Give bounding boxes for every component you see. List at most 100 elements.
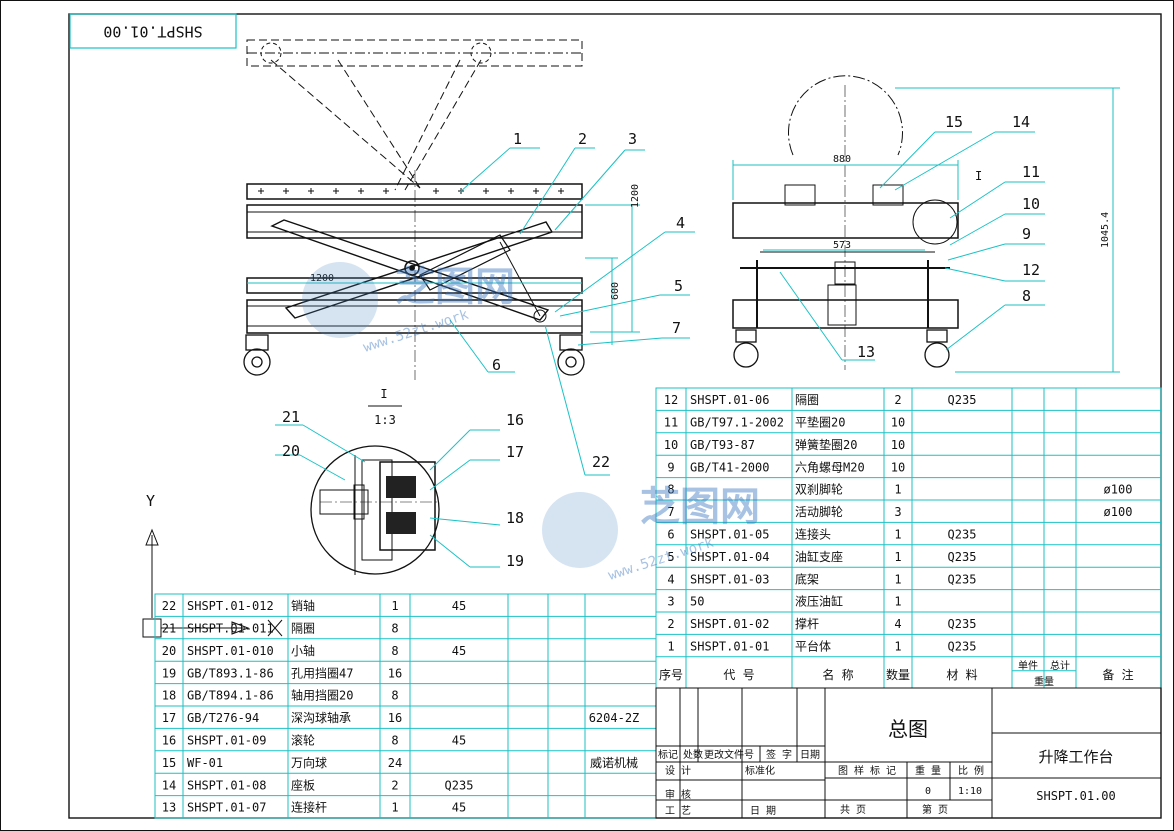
bom-cell: GB/T893.1-86 [187,666,274,680]
svg-text:7: 7 [672,319,681,337]
svg-text:升降工作台: 升降工作台 [1038,748,1113,766]
bom-cell: 45 [452,801,466,815]
svg-text:13: 13 [857,343,875,361]
bom-cell: GB/T894.1-86 [187,689,274,703]
svg-text:日 期: 日 期 [750,805,776,817]
bom-cell: 45 [452,599,466,613]
bom-cell: 1 [894,595,901,609]
bom-cell: 20 [162,644,176,658]
svg-text:21: 21 [282,408,300,426]
bom-cell: 深沟球轴承 [291,710,351,725]
bom-cell: 10 [891,438,905,452]
bom-cell: 座板 [291,777,315,792]
svg-text:总图: 总图 [888,717,928,741]
bom-cell: Q235 [948,550,977,564]
detail-leaders [275,424,501,568]
drawing-number-box: SHSPT.01.00 [69,13,237,49]
bom-header-cell: 总计 [1050,659,1070,672]
svg-text:11: 11 [1022,163,1040,181]
bom-cell: 50 [690,595,704,609]
side-view-leaders [779,131,1045,361]
svg-text:图 样 标 记: 图 样 标 记 [838,764,896,777]
svg-text:4: 4 [676,214,685,232]
bom-cell: ø100 [1104,483,1133,497]
svg-text:1:10: 1:10 [958,786,982,797]
svg-text:工 艺: 工 艺 [665,805,691,817]
bom-cell: 17 [162,711,176,725]
bom-cell: GB/T93-87 [690,438,755,452]
bom-cell: 1 [894,483,901,497]
bom-cell: ø100 [1104,505,1133,519]
bom-header-cell: 单件 [1018,660,1038,672]
bom-cell: 18 [162,689,176,703]
bom-cell: 4 [667,572,674,586]
bom-cell: SHSPT.01-011 [187,622,274,636]
svg-text:第 页: 第 页 [922,803,948,816]
bom-cell: 2 [667,617,674,631]
bom-cell: 销轴 [291,598,315,613]
bom-cell: Q235 [948,617,977,631]
detail-callouts: 21 20 16 17 18 19 [282,408,524,570]
bom-cell: 22 [162,599,176,613]
svg-text:标记: 标记 [658,749,678,761]
bom-cell: 45 [452,644,466,658]
bom-cell: 8 [667,483,674,497]
bom-cell: 15 [162,756,176,770]
bom-cell: 8 [391,734,398,748]
bom-cell: 液压油缸 [795,594,843,609]
bom-cell: 3 [894,505,901,519]
svg-text:0: 0 [925,786,931,797]
bom-header-cell: 代 号 [723,668,754,682]
side-view: 880 573 1045.4 I [732,75,1120,373]
bom-cell: Q235 [445,778,474,792]
svg-text:SHSPT.01.00: SHSPT.01.00 [103,23,202,41]
svg-text:I: I [380,387,387,401]
bom-cell: 16 [162,734,176,748]
bom-cell: Q235 [948,572,977,586]
bom-cell: 16 [388,666,402,680]
bom-cell: SHSPT.01-08 [187,778,266,792]
bom-cell: 万向球 [291,755,327,770]
svg-text:12: 12 [1022,261,1040,279]
bom-cell: 撑杆 [795,616,819,631]
bom-cell: 8 [391,622,398,636]
front-view-callouts: 1 2 3 4 5 6 7 22 [492,130,685,471]
svg-text:10: 10 [1022,195,1040,213]
bom-cell: 13 [162,801,176,815]
bom-cell: 连接头 [795,527,831,542]
svg-text:22: 22 [592,453,610,471]
svg-text:重 量: 重 量 [915,764,941,777]
svg-text:20: 20 [282,442,300,460]
svg-text:15: 15 [945,113,963,131]
bom-cell: GB/T97.1-2002 [690,416,784,430]
svg-text:1:3: 1:3 [374,413,396,427]
bom-header-cell: 备 注 [1102,667,1133,682]
bom-cell: 小轴 [291,643,315,658]
svg-text:芝图网: 芝图网 [395,264,515,310]
svg-text:19: 19 [506,552,524,570]
bom-cell: 10 [891,460,905,474]
ucs-axis-icon: Y [142,492,283,638]
bom-cell: 6 [667,528,674,542]
bom-header-cell: 序号 [659,667,683,682]
front-view: 1200 600 1200 [243,39,641,380]
bom-cell: 滚轮 [291,733,315,748]
svg-text:更改文件号: 更改文件号 [704,748,754,761]
bom-cell: Q235 [948,528,977,542]
bom-cell: 7 [667,505,674,519]
front-view-leaders [449,147,695,476]
svg-text:1200: 1200 [310,273,334,284]
title-block: 总图 升降工作台 SHSPT.01.00 标记 处数 更改文件号 签 字 日期 … [655,687,1162,819]
bom-cell: SHSPT.01-03 [690,572,769,586]
bom-cell: 隔圈 [795,393,819,407]
svg-text:880: 880 [833,154,851,165]
svg-text:I: I [975,169,982,183]
bom-cell: 1 [391,801,398,815]
svg-text:标准化: 标准化 [745,764,775,777]
bom-cell: 底架 [795,571,819,586]
bom-cell: 1 [667,640,674,654]
bom-cell: 平垫圈20 [795,415,845,430]
